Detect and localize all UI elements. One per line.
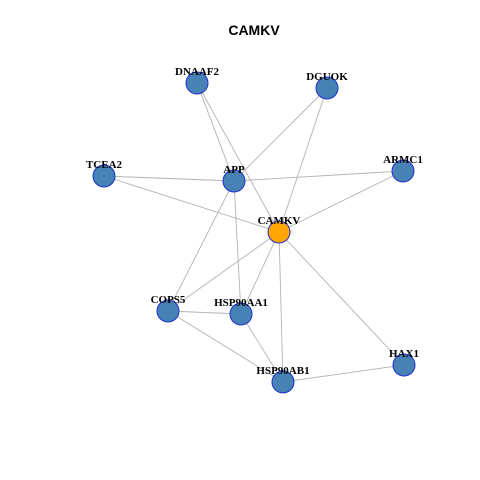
edge-camkv-hsp90ab1: [278, 231, 284, 383]
edge-dguok-camkv: [278, 87, 328, 233]
node-circle-hax1: [392, 353, 416, 377]
node-armc1: ARMC1: [383, 154, 423, 183]
node-label-armc1: ARMC1: [383, 154, 423, 166]
node-circle-app: [222, 169, 246, 193]
node-circle-tcea2: [92, 164, 116, 188]
edge-app-cops5: [167, 180, 235, 312]
node-circle-camkv: [267, 220, 291, 244]
node-dguok: DGUOK: [306, 71, 348, 100]
node-circle-hsp90ab1: [271, 370, 295, 394]
edge-dguok-app: [233, 87, 328, 182]
edge-dnaaf2-camkv: [196, 82, 280, 233]
edge-hsp90aa1-hsp90ab1: [240, 313, 284, 383]
edge-cops5-hsp90aa1: [167, 310, 242, 315]
edge-tcea2-camkv: [103, 175, 280, 233]
edge-hsp90ab1-hax1: [282, 364, 405, 383]
edge-app-armc1: [233, 170, 404, 182]
node-circle-hsp90aa1: [229, 302, 253, 326]
node-label-app: APP: [223, 164, 245, 176]
edge-cops5-hsp90ab1: [167, 310, 284, 383]
node-label-dnaaf2: DNAAF2: [175, 66, 219, 78]
node-label-hax1: HAX1: [389, 348, 419, 360]
edge-dnaaf2-app: [196, 82, 235, 182]
edge-armc1-camkv: [278, 170, 404, 233]
edge-camkv-hsp90aa1: [240, 231, 280, 315]
edge-tcea2-app: [103, 175, 235, 182]
node-circle-dguok: [315, 76, 339, 100]
node-app: APP: [222, 164, 246, 193]
edge-camkv-cops5: [167, 231, 280, 312]
node-label-camkv: CAMKV: [258, 215, 301, 227]
node-label-hsp90ab1: HSP90AB1: [256, 365, 309, 377]
node-hsp90aa1: HSP90AA1: [214, 297, 268, 326]
node-label-hsp90aa1: HSP90AA1: [214, 297, 268, 309]
diagram-title: CAMKV: [228, 22, 280, 38]
node-cops5: COPS5: [151, 294, 186, 323]
node-hax1: HAX1: [389, 348, 419, 377]
node-label-cops5: COPS5: [151, 294, 186, 306]
node-circle-cops5: [156, 299, 180, 323]
node-dnaaf2: DNAAF2: [175, 66, 219, 95]
edge-layer: [103, 82, 405, 383]
node-circle-armc1: [391, 159, 415, 183]
edge-app-hsp90aa1: [233, 180, 242, 315]
node-hsp90ab1: HSP90AB1: [256, 365, 310, 394]
node-circle-dnaaf2: [185, 71, 209, 95]
edge-camkv-hax1: [278, 231, 405, 366]
node-camkv: CAMKV: [258, 215, 301, 244]
node-label-dguok: DGUOK: [306, 71, 348, 83]
node-label-tcea2: TCEA2: [86, 159, 123, 171]
node-tcea2: TCEA2: [86, 159, 123, 188]
